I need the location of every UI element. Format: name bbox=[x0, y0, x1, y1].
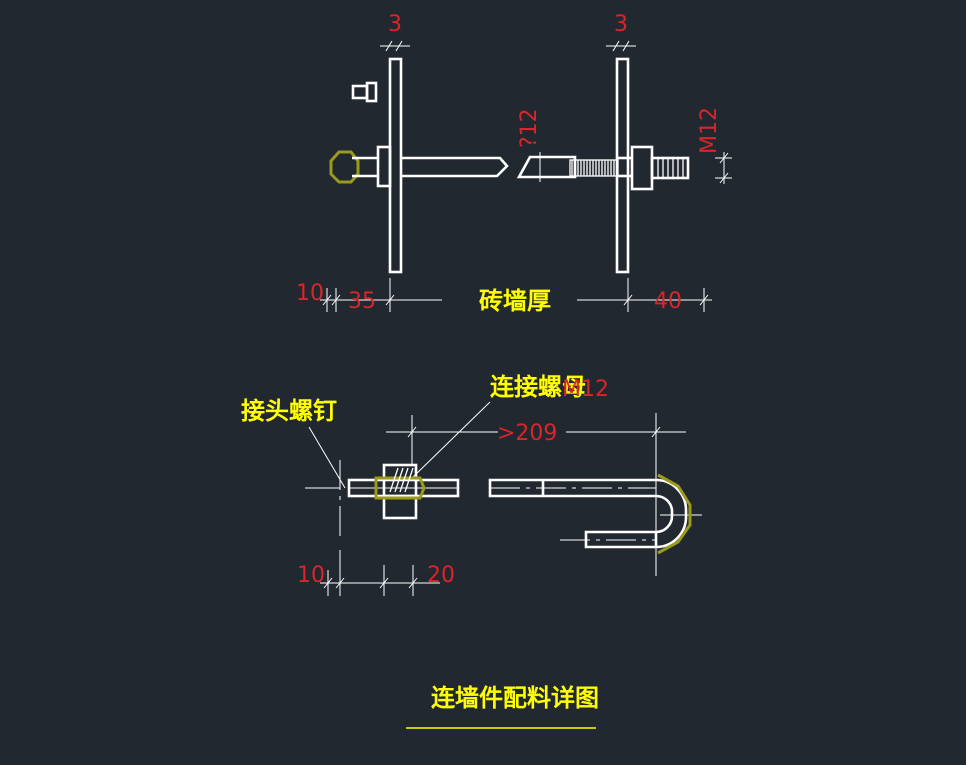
wall-thickness-label: 砖墙厚 bbox=[479, 286, 551, 315]
nut-size-label: M12 bbox=[562, 377, 609, 402]
right-plate-thickness-label: 3 bbox=[614, 12, 628, 37]
left-wall-plate bbox=[388, 57, 403, 274]
dim-35: 35 bbox=[348, 289, 376, 314]
left-plate-thickness-label: 3 bbox=[388, 12, 402, 37]
dim-10-top: 10 bbox=[296, 281, 324, 306]
nut-olive-outline bbox=[374, 476, 426, 500]
dim-10-bottom: 10 bbox=[297, 563, 325, 588]
right-nut-block bbox=[630, 145, 654, 191]
connecting-nut-leader bbox=[411, 401, 491, 479]
left-hex-nut-outline bbox=[329, 150, 360, 184]
stud-size-label: M12 bbox=[697, 107, 722, 154]
right-wall-plate bbox=[615, 57, 630, 274]
length-label: >209 bbox=[497, 421, 557, 446]
top-view-right-assembly: 3 ?12 M12 bbox=[516, 12, 732, 274]
connecting-nut bbox=[382, 463, 418, 520]
rod-diameter-label: ?12 bbox=[517, 108, 542, 148]
left-nut-block bbox=[376, 145, 392, 188]
joint-bolt-label: 接头螺钉 bbox=[241, 396, 337, 425]
bottom-view: 接头螺钉 连接螺母 M12 >209 bbox=[241, 372, 702, 596]
right-rod-stub bbox=[516, 155, 577, 179]
left-rod bbox=[401, 156, 509, 178]
top-view-left-assembly: 3 bbox=[329, 12, 509, 274]
dim-20: 20 bbox=[427, 563, 455, 588]
nut-thread-hatching bbox=[389, 467, 414, 493]
bolt-head-small bbox=[351, 84, 369, 100]
connecting-nut-label: 连接螺母 bbox=[490, 372, 586, 401]
right-threaded-stud bbox=[650, 156, 690, 180]
joint-bolt-leader bbox=[308, 426, 346, 489]
thread-hatching bbox=[571, 160, 615, 176]
hook-olive-arc bbox=[657, 473, 692, 555]
top-dimension-row: 10 35 砖墙厚 40 bbox=[296, 278, 712, 315]
bolt-head-shank bbox=[365, 81, 378, 103]
drawing-title: 连墙件配料详图 bbox=[431, 683, 599, 712]
dim-40: 40 bbox=[654, 289, 682, 314]
